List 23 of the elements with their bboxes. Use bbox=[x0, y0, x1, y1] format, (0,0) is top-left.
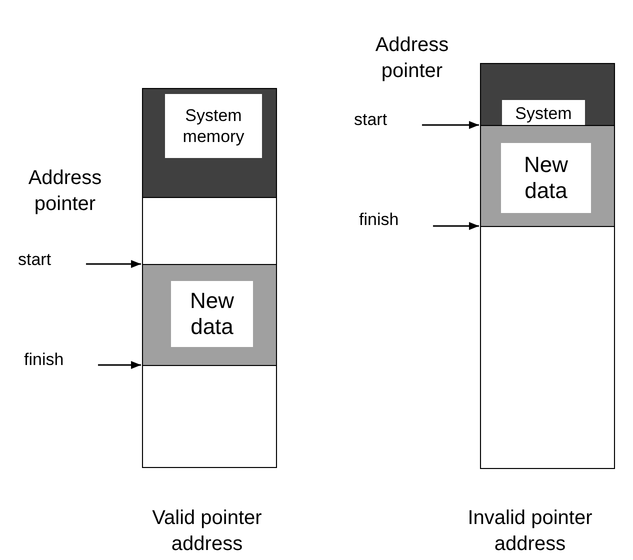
arrow bbox=[422, 121, 479, 129]
pointer-label: start bbox=[354, 110, 404, 134]
memory-block bbox=[142, 88, 277, 198]
arrow bbox=[86, 260, 141, 268]
pointer-label: finish bbox=[359, 210, 415, 234]
pointer-label: finish bbox=[24, 350, 80, 374]
memory-block bbox=[480, 63, 615, 126]
region-label: System memory bbox=[165, 94, 262, 158]
memory-block bbox=[142, 264, 277, 366]
arrow bbox=[98, 361, 141, 369]
region-label: System bbox=[502, 100, 585, 126]
memory-block bbox=[480, 125, 615, 227]
column-caption: Valid pointer address bbox=[151, 506, 263, 557]
region-label: New data bbox=[501, 143, 591, 213]
memory-block bbox=[480, 226, 615, 469]
axis-caption: Address pointer bbox=[27, 166, 103, 217]
arrow bbox=[433, 222, 479, 230]
memory-block bbox=[142, 197, 277, 265]
pointer-label: start bbox=[18, 250, 68, 274]
memory-block bbox=[142, 365, 277, 468]
region-label: New data bbox=[171, 281, 253, 347]
axis-caption: Address pointer bbox=[374, 33, 450, 84]
column-caption: Invalid pointer address bbox=[466, 506, 594, 557]
